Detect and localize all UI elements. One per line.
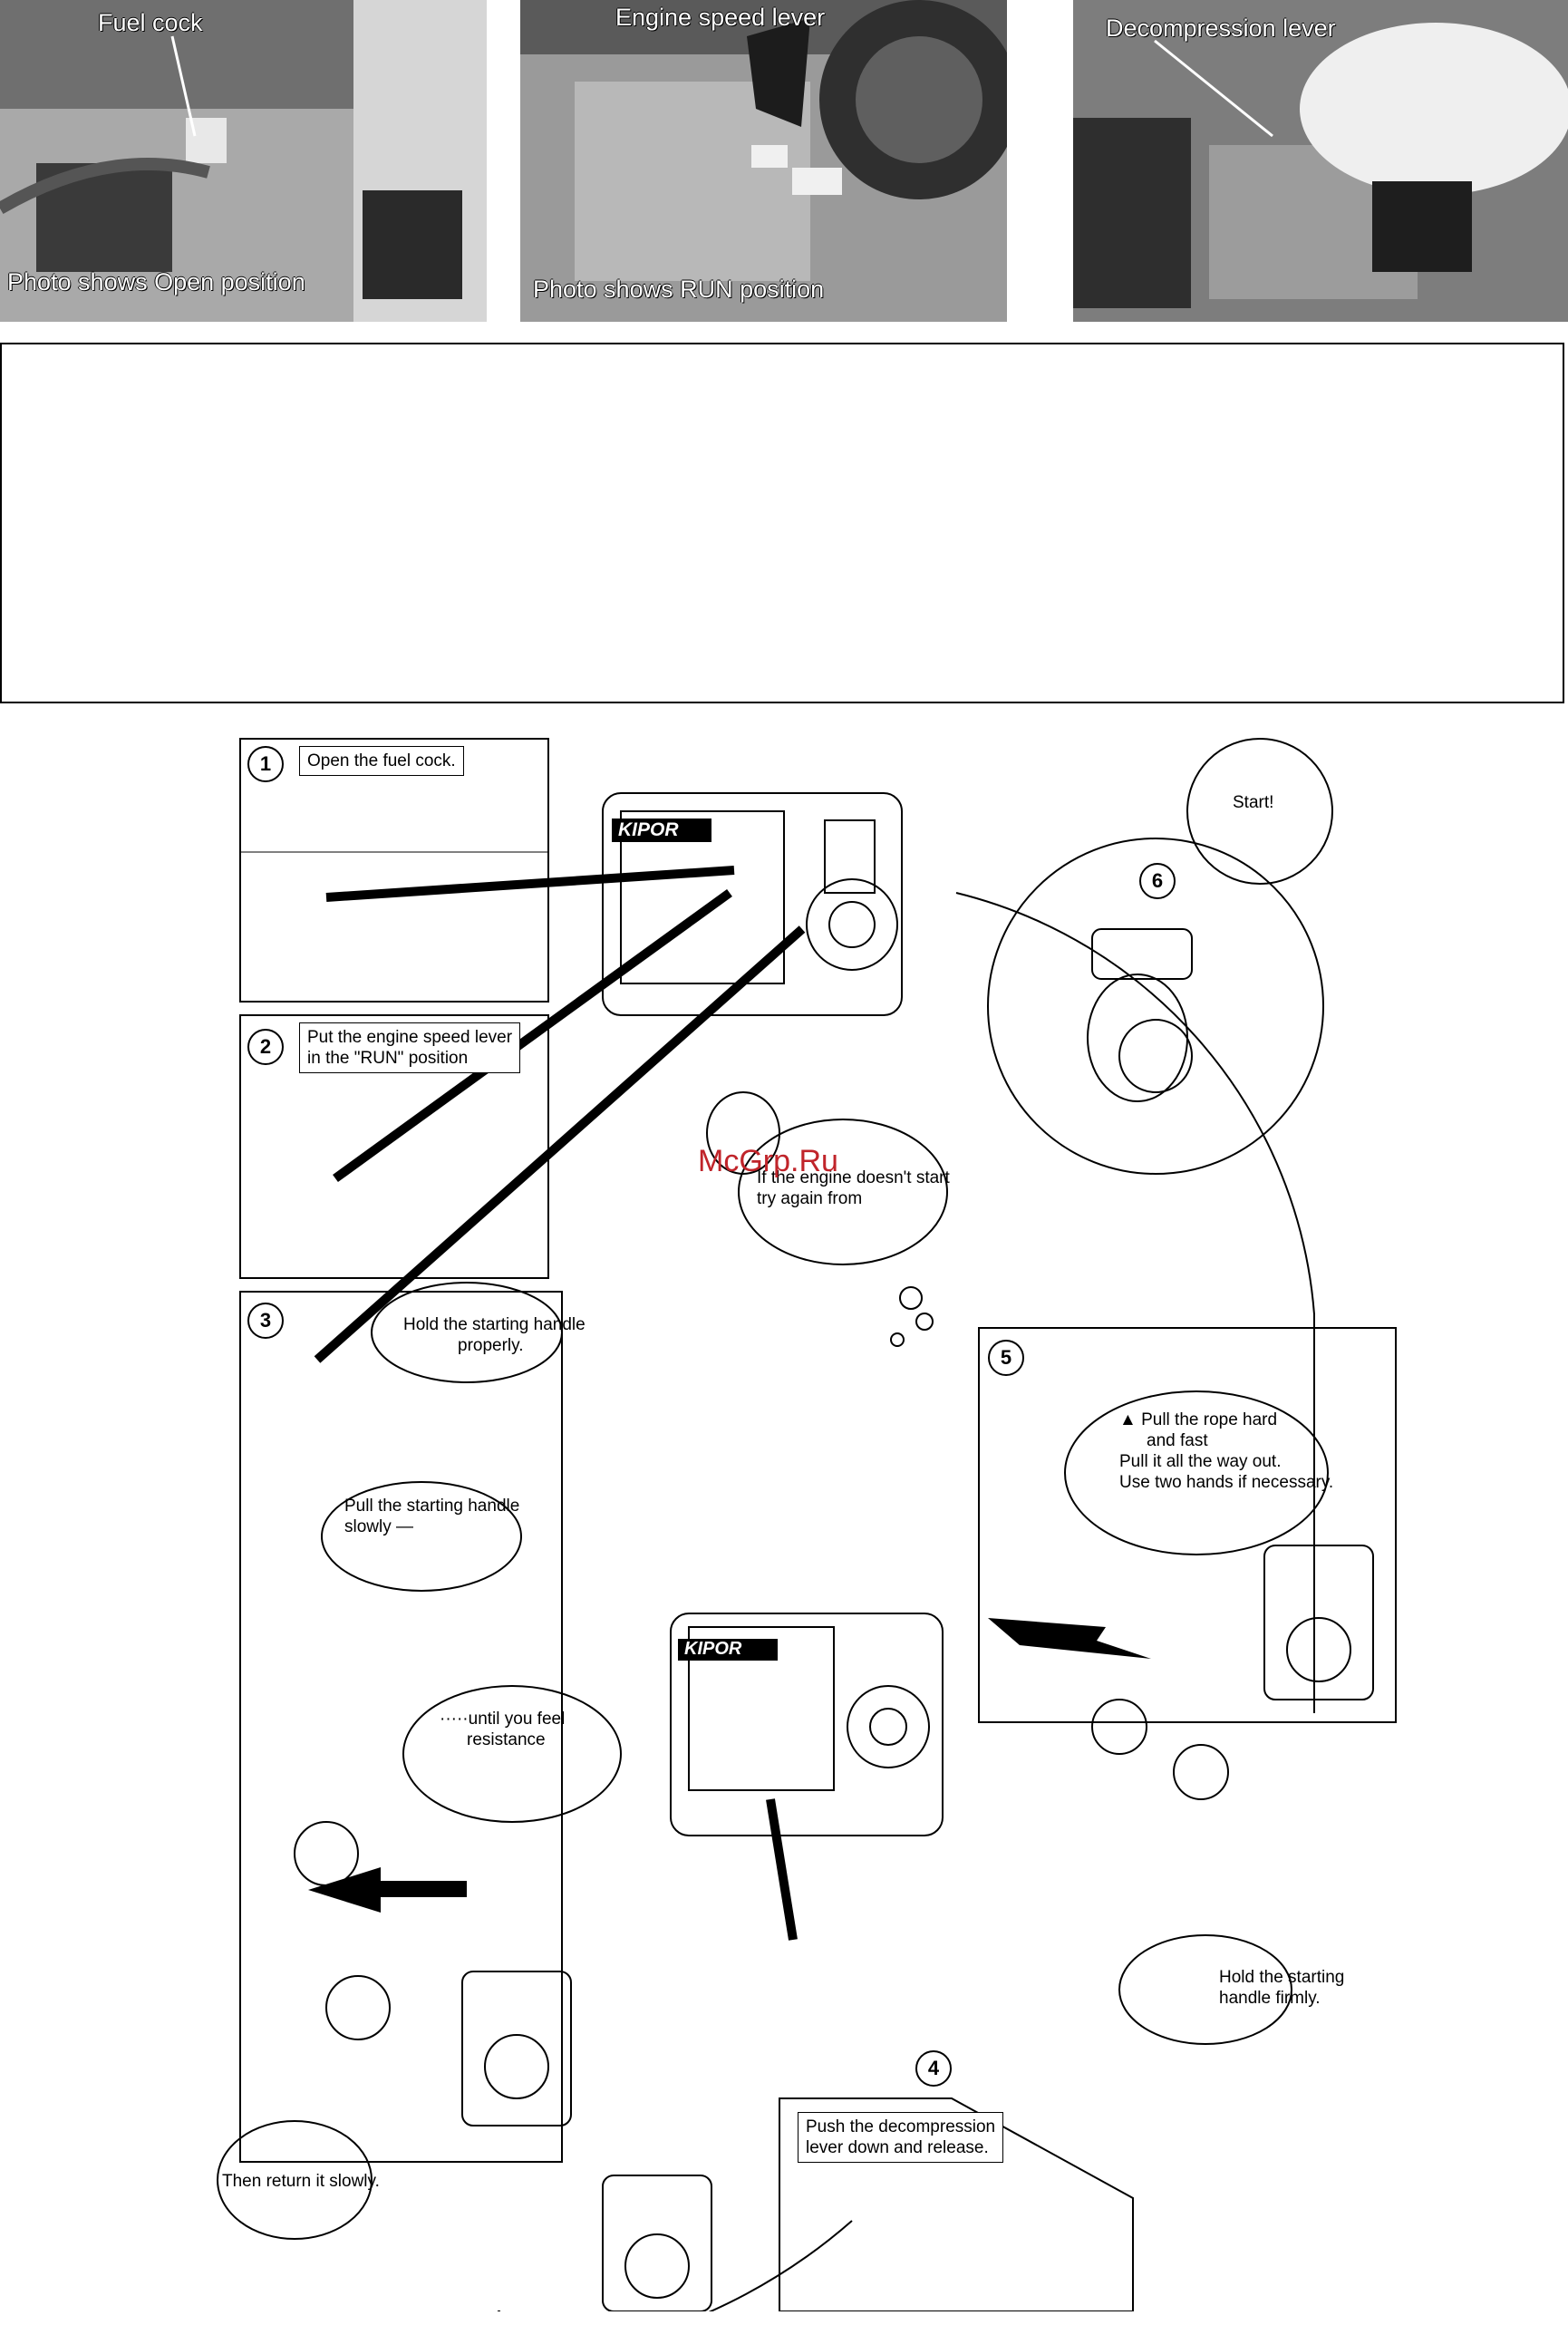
text-line: resistance (467, 1730, 546, 1749)
text-line: properly. (458, 1336, 524, 1355)
hold-firmly-text: Hold the starting handle firmly. (1219, 1967, 1344, 2009)
step-5-instruction: ▲ Pull the rope hard and fast Pull it al… (1119, 1410, 1333, 1493)
step-number: 5 (988, 1340, 1024, 1376)
photo-engine-speed-lever: Engine speed lever Photo shows RUN posit… (520, 0, 1007, 322)
kipor-logo: KIPOR (684, 1639, 742, 1659)
text-line: slowly — (344, 1517, 414, 1536)
text-line: If the engine doesn't start (757, 1168, 950, 1187)
text-line: Push the decompression (806, 2117, 996, 2136)
text-line: and fast (1147, 1431, 1208, 1450)
photo-caption: Photo shows RUN position (533, 276, 825, 303)
illustration-line-art (217, 738, 1397, 2311)
photo-label: Decompression lever (1106, 15, 1336, 42)
step-number: 3 (247, 1303, 284, 1339)
text-line: Pull it all the way out. (1119, 1452, 1282, 1471)
step-3-hold-handle-text: Hold the starting handle properly. (403, 1314, 586, 1356)
note-box (0, 343, 1564, 703)
step-number: 6 (1139, 863, 1176, 899)
photo-caption: Photo shows Open position (7, 268, 305, 295)
step-1-instruction: Open the fuel cock. (299, 746, 464, 776)
kipor-logo: KIPOR (618, 819, 679, 840)
photo-label: Fuel cock (98, 9, 203, 36)
until-resistance-text: ·····until you feel resistance (440, 1709, 565, 1750)
text-line: Hold the starting (1219, 1968, 1345, 1987)
text-line: ▲ Pull the rope hard (1119, 1410, 1278, 1429)
text-line: lever down and release. (806, 2138, 989, 2157)
photo-fuel-cock: Fuel cock Photo shows Open position (0, 0, 487, 322)
decompression-lever-photo-image (1073, 0, 1568, 322)
step-2-instruction: Put the engine speed lever in the "RUN" … (299, 1022, 521, 1073)
step-number: 2 (247, 1029, 284, 1065)
photo-decompression-lever: Decompression lever (1073, 0, 1568, 322)
fuel-cock-photo-image (0, 0, 487, 322)
photo-label: Engine speed lever (615, 4, 826, 31)
step-4-instruction: Push the decompression lever down and re… (798, 2112, 1004, 2163)
text-line: Pull the starting handle (344, 1497, 520, 1516)
starting-procedure-illustration: 1 Open the fuel cock. 2 Put the engine s… (199, 734, 1405, 2311)
step-number: 4 (915, 2050, 952, 2087)
step-2-line: Put the engine speed lever (307, 1028, 513, 1047)
text-line: ·····until you feel (440, 1710, 566, 1729)
text-line: Use two hands if necessary. (1119, 1473, 1334, 1492)
start-exclamation: Start! (1233, 793, 1274, 812)
text-line: try again from (757, 1189, 863, 1208)
text-line: Hold the starting handle (403, 1315, 586, 1334)
watermark: McGrp.Ru (698, 1144, 838, 1178)
step-2-line: in the "RUN" position (307, 1049, 469, 1068)
text-line: handle firmly. (1219, 1989, 1321, 2008)
engine-speed-lever-photo-image (520, 0, 1007, 322)
return-slowly-text: Then return it slowly. (222, 2172, 380, 2191)
pull-slowly-text: Pull the starting handle slowly — (344, 1496, 519, 1537)
retry-text: If the engine doesn't start try again fr… (757, 1167, 950, 1209)
step-number: 1 (247, 746, 284, 782)
